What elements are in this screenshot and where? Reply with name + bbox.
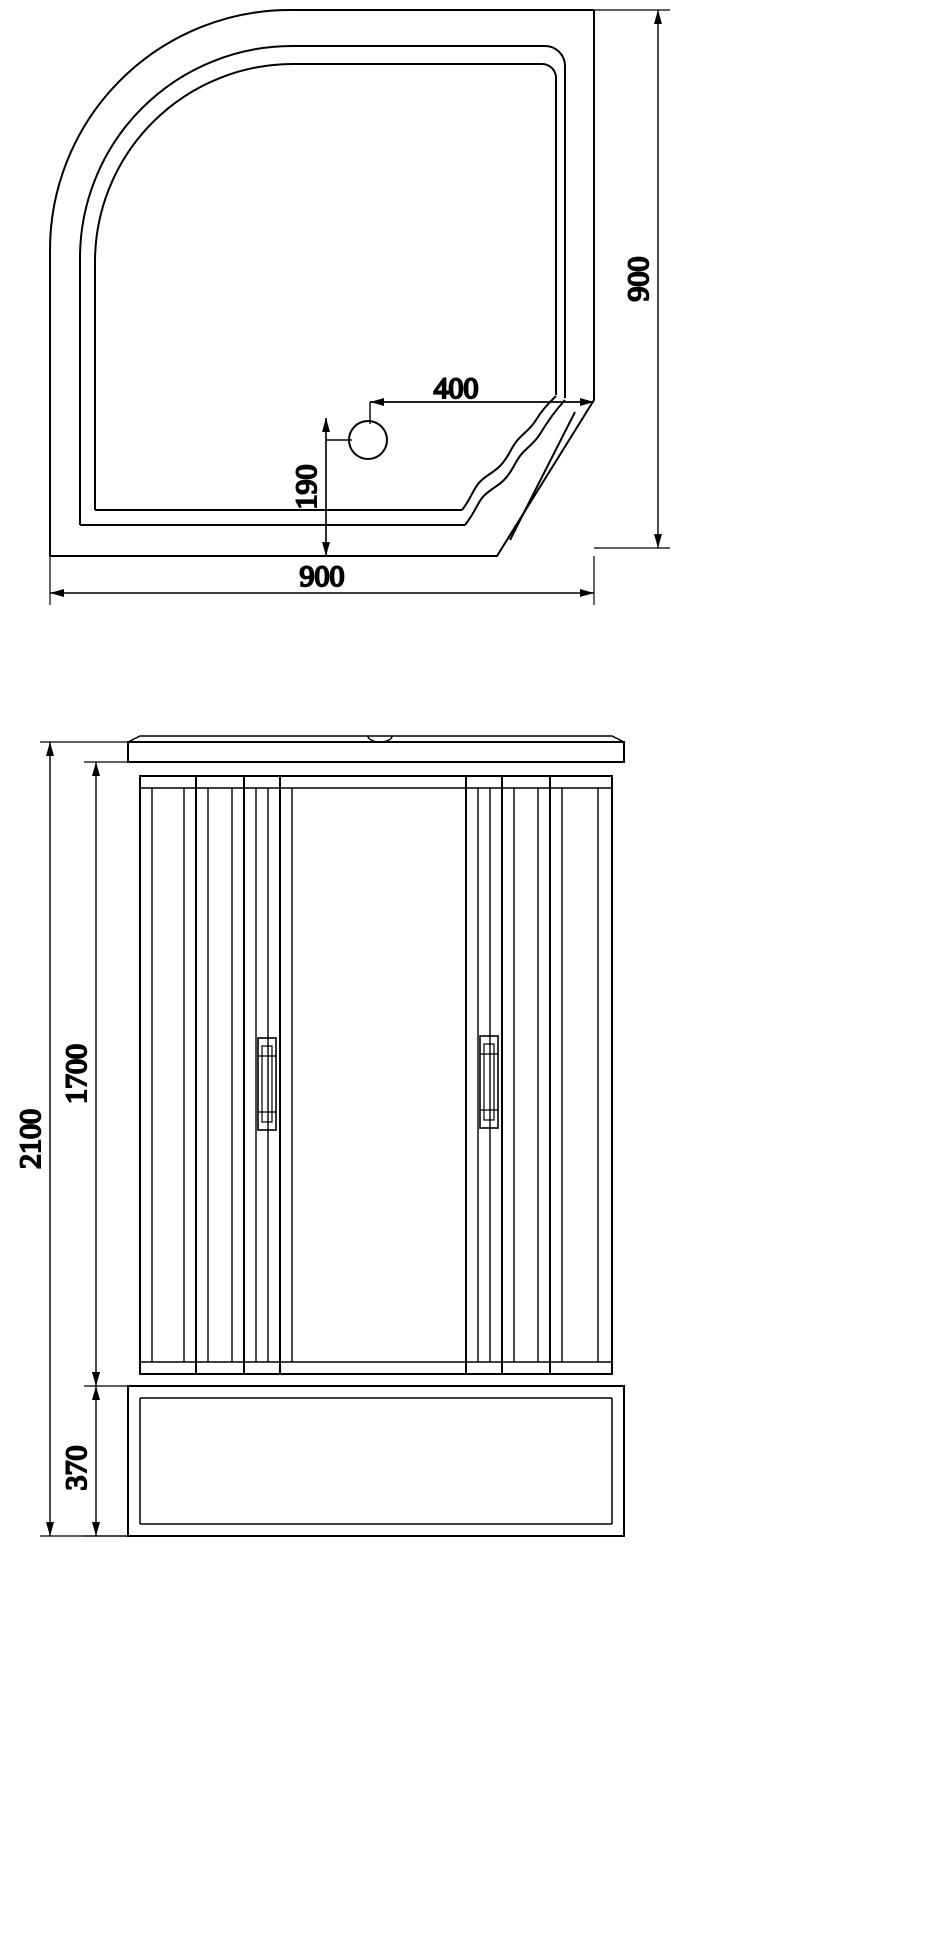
tray-inner-rim [79,45,566,525]
dim-400: 400 [370,371,594,406]
cabin-roof-top-edge [127,735,625,743]
right-door-handle [479,1035,499,1129]
dim-370-label: 370 [60,1446,93,1491]
tray-basin-contour [94,63,557,510]
dim-190-label: 190 [290,465,323,510]
right-fixed-panel [501,775,613,1375]
tray-outer-profile [49,9,594,556]
dim-370: 370 [59,1386,100,1536]
tray-front-wave [461,395,557,511]
dim-1700-label: 1700 [60,1044,93,1104]
waste-drain-circle [348,420,388,460]
dim-1700: 1700 [59,762,100,1386]
dim-400-label: 400 [434,372,479,405]
plan-view: 400 190 900 [49,9,670,605]
dim-190: 190 [289,418,330,556]
tray-base-block [127,1385,625,1537]
front-elevation-view: 2100 1700 370 [13,735,625,1537]
left-door-handle [257,1037,277,1131]
tray-front-wave-outer [464,399,566,526]
dim-900-width: 900 [50,559,594,597]
tray-bevel-line [509,411,576,541]
left-sliding-door [243,775,467,1375]
dim-900-depth: 900 [621,10,662,548]
dim-900-width-label: 900 [300,560,345,593]
cabin-roof [127,741,625,763]
tray-outer-right-bevel [50,10,595,557]
dim-2100: 2100 [13,742,54,1536]
tray-bevel-inner [497,400,565,556]
dim-2100-label: 2100 [14,1109,47,1169]
cabin-roof-small-arc [367,735,393,743]
left-fixed-panel [139,775,245,1375]
dim-900-depth-label: 900 [622,257,655,302]
